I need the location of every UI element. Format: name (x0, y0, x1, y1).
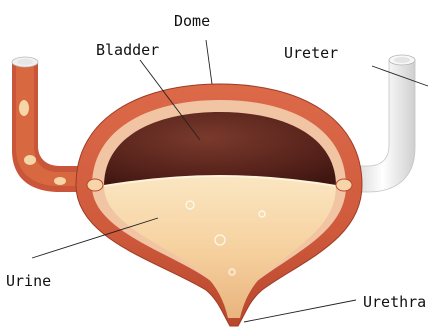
left-ureter (12, 57, 78, 192)
left-ureter-orifice (87, 179, 103, 191)
label-dome: Dome (174, 12, 210, 30)
right-ureter-orifice (336, 179, 352, 191)
dome-leader (206, 40, 212, 84)
urethra-leader (244, 300, 356, 322)
label-urine: Urine (6, 272, 51, 290)
label-bladder: Bladder (96, 41, 159, 59)
label-ureter: Ureter (284, 44, 338, 62)
right-ureter (356, 55, 415, 192)
label-urethra: Urethra (363, 293, 426, 311)
